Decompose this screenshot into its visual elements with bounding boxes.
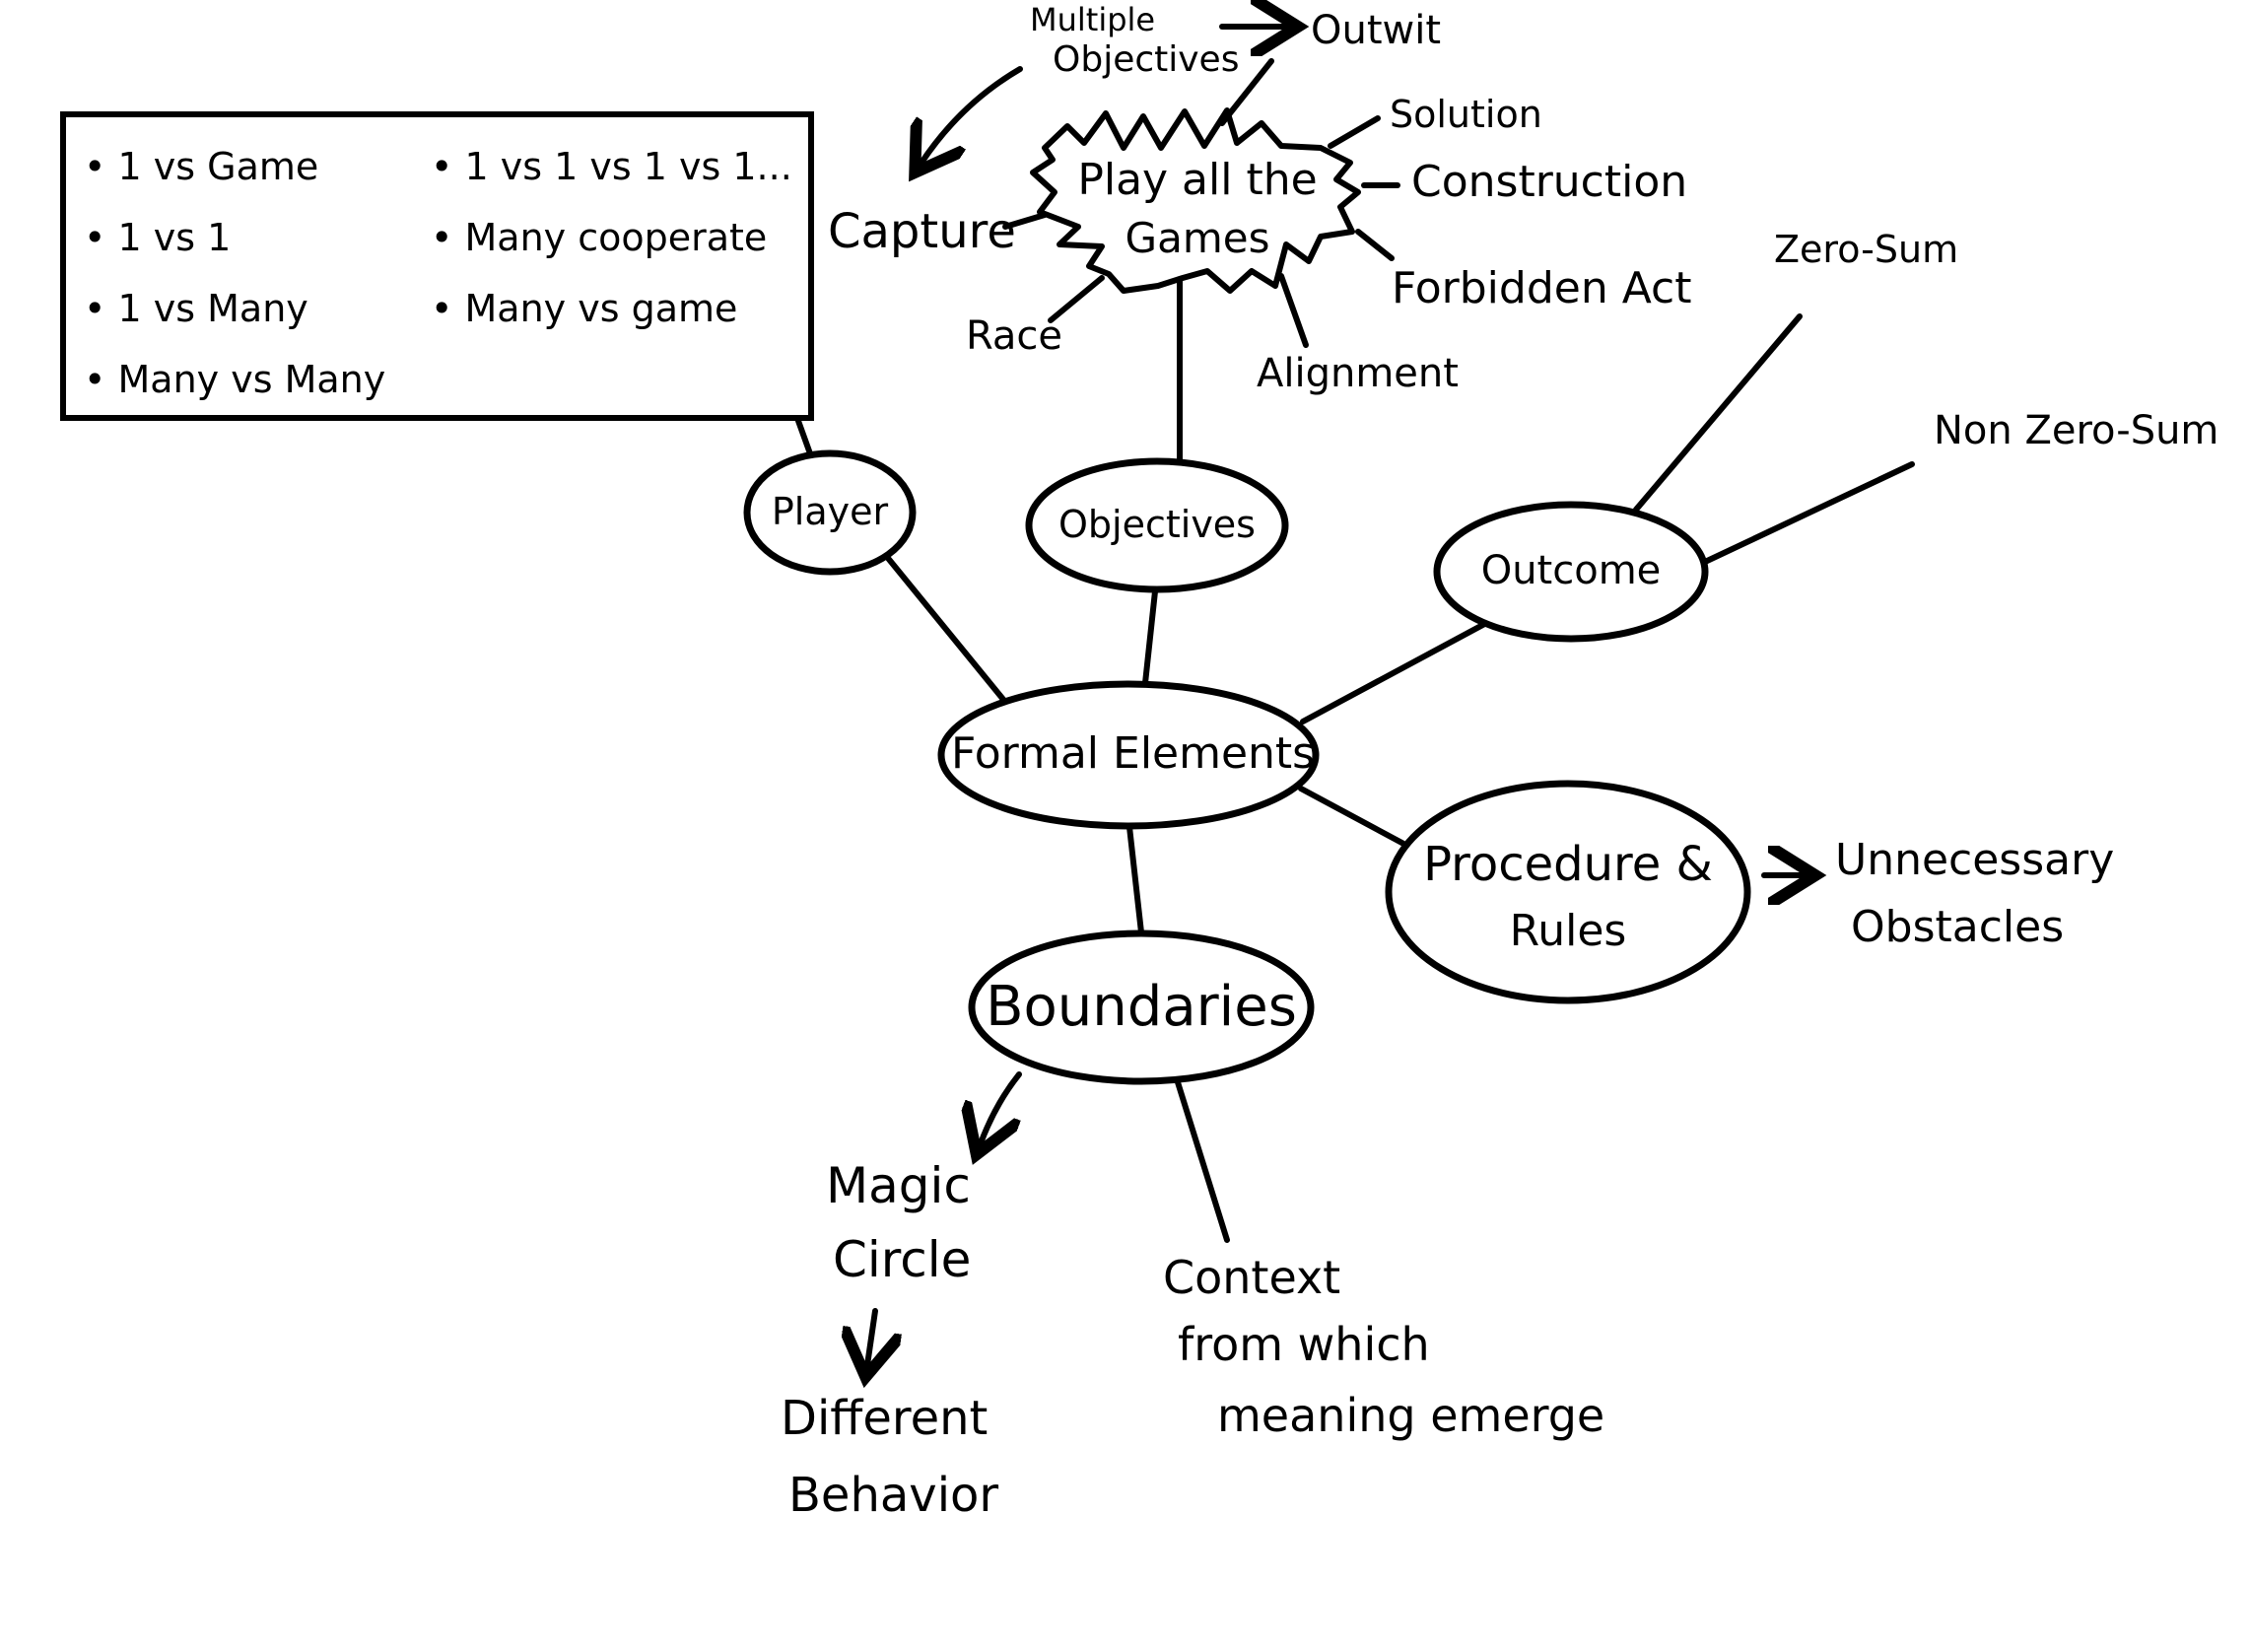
player-type-item: 1 vs 1 [84,202,385,273]
player-type-item: 1 vs Game [84,131,385,202]
label-context-line2: from which [1178,1318,1430,1371]
label-different-behavior-line2: Behavior [788,1468,999,1523]
player-type-item: Many vs game [431,273,792,344]
edge-center-boundaries [1126,824,1144,935]
label-race: Race [966,313,1063,359]
label-zero-sum: Zero-Sum [1774,228,1959,271]
label-procedure-rules-line2: Rules [1509,906,1627,956]
label-boundaries: Boundaries [986,975,1297,1039]
node-procedure-rules [1385,780,1751,1004]
label-play-all-games-line1: Play all the [1077,155,1318,205]
player-types-column-1: 1 vs Game 1 vs 1 1 vs Many Many vs Many [84,131,386,415]
player-types-box: 1 vs Game 1 vs 1 1 vs Many Many vs Many … [60,111,814,421]
edge-center-player [884,554,1008,705]
label-context-line3: meaning emerge [1217,1389,1605,1442]
label-solution: Solution [1390,93,1542,136]
arrow-multiple-to-capture [921,66,1023,163]
edge-starburst-capture [1002,212,1048,230]
player-type-item: Many vs Many [84,344,386,415]
edge-center-procedure [1298,786,1410,849]
edge-starburst-solution [1328,115,1381,149]
player-types-column-2: 1 vs 1 vs 1 vs 1... Many cooperate Many … [431,131,792,344]
label-unnecessary: Unnecessary [1835,835,2115,885]
label-different-behavior-line1: Different [781,1391,989,1446]
label-multiple-objectives-line1: Multiple [1030,1,1156,38]
node-objectives [1025,457,1289,593]
label-context-line1: Context [1163,1251,1341,1304]
edge-outcome-non-zero-sum [1702,461,1915,565]
node-formal-elements [937,680,1320,830]
label-alignment: Alignment [1257,351,1459,396]
player-type-item: 1 vs 1 vs 1 vs 1... [431,131,792,202]
player-type-item: 1 vs Many [84,273,385,344]
edge-starburst-race [1048,275,1105,323]
label-outcome: Outcome [1480,548,1662,593]
edge-starburst-forbidden [1355,229,1395,261]
label-outwit: Outwit [1311,8,1442,53]
label-magic-circle-line1: Magic [826,1157,971,1214]
edge-player-box [795,418,814,459]
player-type-item: Many cooperate [431,202,792,273]
label-magic-circle-line2: Circle [833,1231,972,1288]
edge-center-objectives [1142,588,1158,686]
label-procedure-rules-line1: Procedure & [1423,837,1713,892]
arrow-magic-to-behavior [867,1308,875,1365]
label-formal-elements: Formal Elements [951,728,1316,779]
node-player [743,449,917,576]
label-player: Player [771,490,889,533]
edge-outcome-zero-sum [1633,313,1803,513]
starburst-shape [1030,107,1361,294]
label-non-zero-sum: Non Zero-Sum [1934,408,2219,453]
label-play-all-games-line2: Games [1125,214,1270,262]
edge-starburst-alignment [1278,273,1309,348]
node-boundaries [968,929,1315,1085]
label-construction: Construction [1411,157,1688,207]
arrow-boundaries-magic-circle [981,1071,1022,1143]
label-multiple-objectives-line2: Objectives [1053,39,1240,80]
label-objectives: Objectives [1058,503,1256,546]
edge-boundaries-context [1175,1079,1230,1243]
edge-center-outcome [1300,618,1493,724]
label-capture: Capture [828,204,1016,259]
label-obstacles: Obstacles [1851,902,2065,952]
label-forbidden-act: Forbidden Act [1392,263,1692,313]
node-outcome [1433,501,1709,643]
